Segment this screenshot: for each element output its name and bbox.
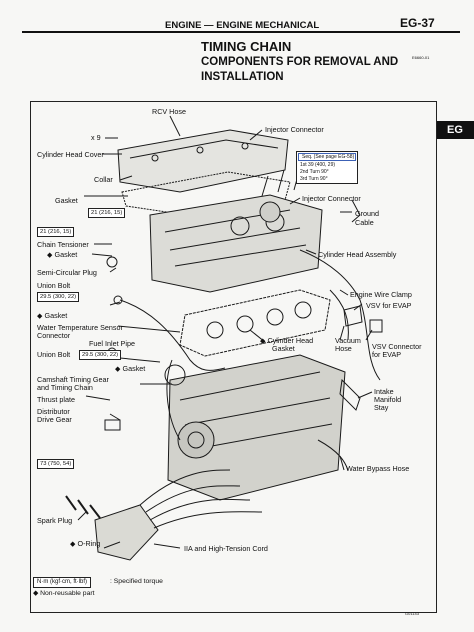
sequence-row: 2nd Turn 90°: [300, 169, 329, 175]
sequence-row: 1st 39 (400, 29): [300, 162, 336, 168]
tightening-sequence-table: Seq. (See page EG-58) 1st 39 (400, 29) 2…: [296, 151, 358, 184]
label-cylinder-head-assembly: Cylinder Head Assembly: [318, 250, 397, 259]
label-gasket-top: Gasket: [55, 196, 78, 205]
label-vsv-connector: VSV Connector: [372, 342, 422, 351]
torque-union-top: 29.5 (300, 22): [37, 292, 80, 302]
label-x9: x 9: [91, 133, 101, 142]
diagram-frame: [30, 101, 437, 613]
page-subtitle-line1: COMPONENTS FOR REMOVAL AND: [201, 56, 399, 68]
page-subtitle-line2: INSTALLATION: [201, 71, 284, 83]
label-rcv-hose: RCV Hose: [152, 107, 186, 116]
legend-non-reusable: ◆ Non-reusable part: [33, 590, 95, 597]
label-gasket-low: ◆ Gasket: [115, 364, 146, 373]
label-distributor: Distributor: [37, 407, 70, 416]
label-vacuum-hose: Hose: [335, 344, 352, 353]
label-thrust-plate: Thrust plate: [37, 395, 75, 404]
label-union-bolt-top: Union Bolt: [37, 281, 71, 290]
label-collar: Collar: [94, 175, 113, 184]
label-cylinder-head-gasket-1: ◆ Cylinder Head: [260, 336, 314, 345]
label-cable: Cable: [355, 218, 374, 227]
header-rule: [22, 31, 460, 33]
label-gasket-mid: ◆ Gasket: [37, 311, 68, 320]
label-intake: Intake: [374, 387, 394, 396]
label-camshaft-timing-gear: Camshaft Timing Gear: [37, 375, 109, 384]
legend-torque-unit: N·m (kgf·cm, ft·lbf): [33, 577, 91, 588]
label-iia-cord: IIA and High-Tension Cord: [184, 544, 268, 553]
label-spark-plug: Spark Plug: [37, 516, 73, 525]
label-ground: Ground: [355, 209, 379, 218]
label-gasket-tensioner: ◆ Gasket: [47, 250, 78, 259]
page-title: TIMING CHAIN: [201, 39, 292, 54]
legend-torque-desc: : Specified torque: [110, 578, 163, 585]
torque-union-mid: 29.5 (300, 22): [79, 350, 122, 360]
label-water-bypass-hose: Water Bypass Hose: [346, 464, 410, 473]
figure-number: G01143: [405, 611, 419, 616]
label-union-bolt-mid: Union Bolt: [37, 350, 71, 359]
torque-tensioner: 21 (216, 15): [37, 227, 75, 237]
label-injector-connector: Injector Connector: [265, 125, 324, 134]
document-code: E6660-01: [412, 55, 430, 60]
label-stay: Stay: [374, 403, 389, 412]
label-vacuum: Vacuum: [335, 336, 361, 345]
label-manifold: Manifold: [374, 395, 402, 404]
label-chain-tensioner: Chain Tensioner: [37, 240, 89, 249]
label-vsv-for-evap: VSV for EVAP: [366, 301, 412, 310]
section-tab[interactable]: EG: [436, 121, 474, 139]
label-cylinder-head-gasket-2: Gasket: [272, 344, 295, 353]
label-fuel-inlet-pipe: Fuel Inlet Pipe: [89, 339, 135, 348]
label-water-temp-sensor: Water Temperature Sensor: [37, 323, 123, 332]
label-cylinder-head-cover: Cylinder Head Cover: [37, 150, 104, 159]
sequence-header[interactable]: Seq. (See page EG-58): [298, 153, 356, 161]
label-vsv-connector-2: for EVAP: [372, 350, 402, 359]
label-injector-connector-2: Injector Connector: [302, 194, 361, 203]
label-semi-circular-plug: Semi-Circular Plug: [37, 268, 97, 277]
label-engine-wire-clamp: Engine Wire Clamp: [350, 290, 412, 299]
section-header: ENGINE — ENGINE MECHANICAL: [165, 20, 320, 31]
label-drive-gear: Drive Gear: [37, 415, 72, 424]
page-number: EG-37: [400, 16, 435, 30]
label-connector: Connector: [37, 331, 71, 340]
label-and-timing-chain: and Timing Chain: [37, 383, 93, 392]
torque-gasket: 21 (216, 15): [88, 208, 126, 218]
torque-distributor: 73 (750, 54): [37, 459, 75, 469]
label-o-ring: ◆ O-Ring: [70, 539, 101, 548]
sequence-row: 3rd Turn 90°: [300, 176, 328, 182]
